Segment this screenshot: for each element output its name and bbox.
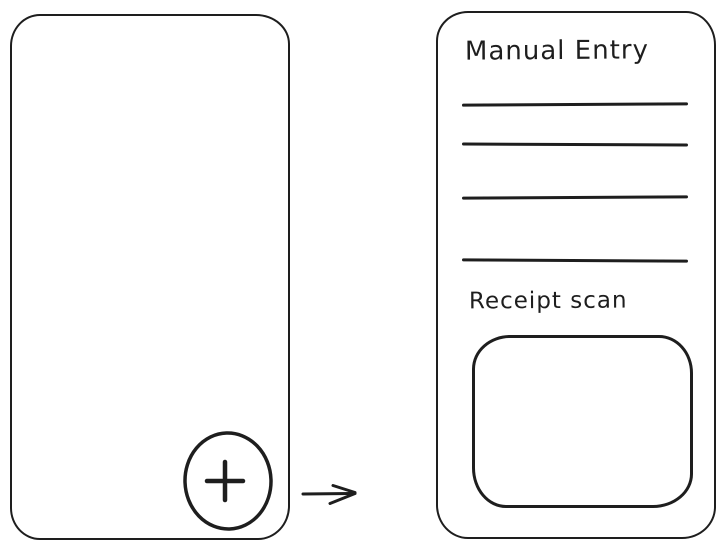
plus-icon — [183, 431, 273, 531]
receipt-scan-title: Receipt scan — [468, 287, 628, 315]
add-button[interactable] — [182, 430, 274, 532]
arrow-right-icon — [298, 478, 360, 510]
left-phone-screen — [10, 14, 290, 540]
receipt-scan-area[interactable] — [472, 335, 693, 508]
manual-entry-title: Manual Entry — [464, 35, 650, 67]
